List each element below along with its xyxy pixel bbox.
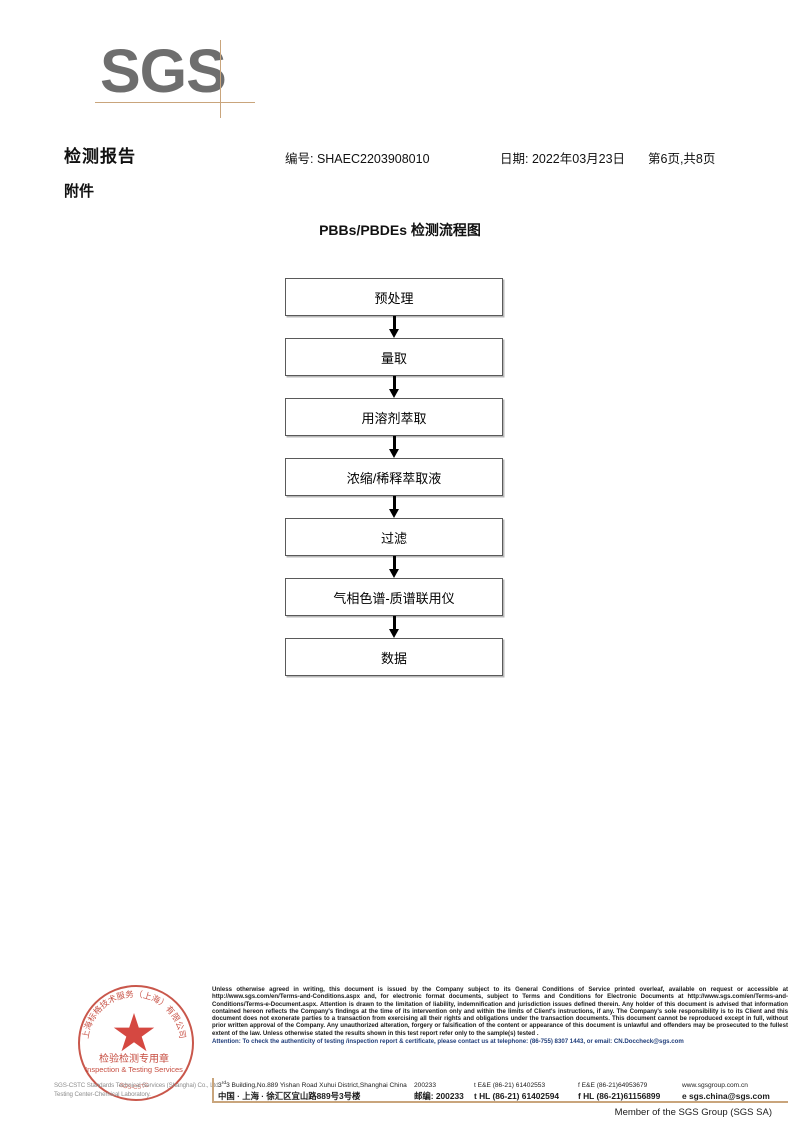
- company-seal-stamp: 上海标格技术服务（上海）有限公司 SGS-CSTC 检验检测专用章 Inspec…: [54, 985, 220, 1103]
- phone-en-2: f E&E (86-21)64953679: [578, 1082, 648, 1090]
- flowchart: 预处理 量取 用溶剂萃取 浓缩/稀释萃取液 过滤 气相色谱-质谱联用仪 数据: [285, 278, 503, 676]
- seal-arc-bottom-text: SGS-CSTC: [118, 1082, 150, 1091]
- flow-box-label: 预处理: [285, 278, 503, 316]
- flow-step: 预处理: [285, 278, 503, 316]
- flow-arrow-icon: [285, 616, 503, 638]
- page-subtitle: 附件: [64, 183, 95, 200]
- flow-step: 过滤: [285, 518, 503, 556]
- sgs-logo: SGS: [95, 37, 255, 118]
- address-en-text: 3 Building,No.889 Yishan Road Xuhui Dist…: [226, 1082, 407, 1090]
- flow-box-label: 量取: [285, 338, 503, 376]
- phone-en-1: t E&E (86-21) 61402553: [474, 1082, 546, 1090]
- svg-text:SGS-CSTC: SGS-CSTC: [118, 1082, 150, 1091]
- flow-arrow-icon: [285, 556, 503, 578]
- flow-arrow-icon: [285, 436, 503, 458]
- footer-divider: [212, 1101, 788, 1103]
- seal-center-cn: 检验检测专用章: [99, 1052, 169, 1065]
- postcode-en: 200233: [414, 1082, 437, 1090]
- address-en: 3rd3 Building,No.889 Yishan Road Xuhui D…: [218, 1081, 407, 1090]
- flow-arrow-icon: [285, 376, 503, 398]
- address-ordinal-suffix: rd: [221, 1081, 227, 1086]
- seal-circle: [78, 985, 194, 1101]
- address-block: 3rd3 Building,No.889 Yishan Road Xuhui D…: [212, 1078, 788, 1103]
- flow-step: 气相色谱-质谱联用仪: [285, 578, 503, 616]
- star-icon: [113, 1013, 155, 1052]
- address-row-en: 3rd3 Building,No.889 Yishan Road Xuhui D…: [218, 1078, 788, 1091]
- member-note: Member of the SGS Group (SGS SA): [614, 1107, 772, 1118]
- phone-cn-2: f HL (86-21)61156899: [578, 1091, 661, 1102]
- flow-box-label: 浓缩/稀释萃取液: [285, 458, 503, 496]
- page-indicator: 第6页,共8页: [648, 152, 716, 166]
- sgs-logo-text: SGS: [100, 37, 227, 105]
- flow-arrow-icon: [285, 496, 503, 518]
- legal-disclaimer: Unless otherwise agreed in writing, this…: [212, 986, 788, 1045]
- flow-box-label: 过滤: [285, 518, 503, 556]
- website-link[interactable]: www.sgsgroup.com.cn: [682, 1082, 748, 1090]
- address-cn: 中国 · 上海 · 徐汇区宜山路889号3号楼: [218, 1091, 361, 1102]
- flow-step: 数据: [285, 638, 503, 676]
- flow-step: 量取: [285, 338, 503, 376]
- address-row-cn: 中国 · 上海 · 徐汇区宜山路889号3号楼 邮编: 200233 t HL …: [218, 1091, 788, 1102]
- seal-under-text: SGS-CSTC Standards Technical Services (S…: [54, 1081, 224, 1099]
- legal-body-text: Unless otherwise agreed in writing, this…: [212, 986, 788, 1037]
- flow-box-label: 数据: [285, 638, 503, 676]
- seal-graphics: 上海标格技术服务（上海）有限公司 SGS-CSTC 检验检测专用章 Inspec…: [80, 989, 188, 1091]
- logo-vertical-rule: [220, 40, 221, 118]
- flowchart-title: PBBs/PBDEs 检测流程图: [319, 222, 481, 238]
- flow-box-label: 用溶剂萃取: [285, 398, 503, 436]
- flow-arrow-icon: [285, 316, 503, 338]
- seal-under-line-1: SGS-CSTC Standards Technical Services (S…: [54, 1082, 221, 1089]
- page-title: 检测报告: [64, 147, 136, 166]
- seal-under-line-2: Testing Center-Chemical Laboratory.: [54, 1091, 151, 1098]
- report-number: 编号: SHAEC2203908010: [285, 152, 430, 166]
- report-date: 日期: 2022年03月23日: [500, 152, 626, 166]
- attention-notice: Attention: To check the authenticity of …: [212, 1038, 684, 1046]
- postcode-cn: 邮编: 200233: [414, 1091, 464, 1102]
- phone-cn-1: t HL (86-21) 61402594: [474, 1091, 560, 1102]
- flow-box-label: 气相色谱-质谱联用仪: [285, 578, 503, 616]
- flow-step: 浓缩/稀释萃取液: [285, 458, 503, 496]
- seal-center-en: Inspection & Testing Services: [85, 1065, 183, 1074]
- logo-horizontal-rule: [95, 102, 255, 103]
- email-link[interactable]: e sgs.china@sgs.com: [682, 1091, 770, 1102]
- flow-step: 用溶剂萃取: [285, 398, 503, 436]
